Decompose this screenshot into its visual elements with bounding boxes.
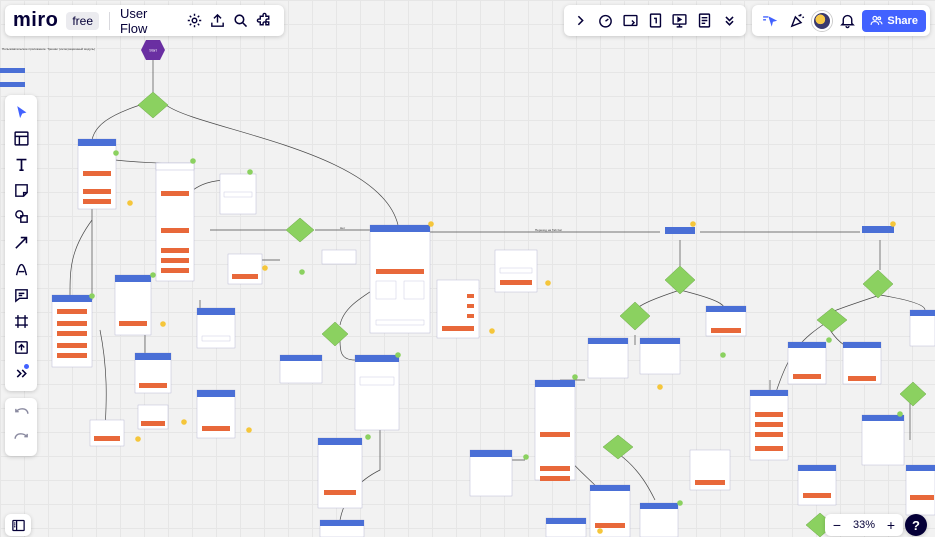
presentation-button[interactable] [618, 8, 643, 34]
notifications-button[interactable] [834, 8, 860, 34]
collaboration-toolbar [564, 5, 746, 36]
numbered-page-icon [649, 13, 661, 28]
timer-icon [598, 14, 612, 28]
templates-tool[interactable] [8, 125, 34, 151]
user-avatar[interactable] [812, 10, 833, 31]
cursor-icon [16, 105, 26, 118]
comment-tool[interactable] [8, 282, 34, 308]
connection-line-tool[interactable] [8, 230, 34, 256]
search-icon [234, 14, 248, 28]
miro-logo[interactable]: miro [13, 9, 59, 31]
search-button[interactable] [229, 8, 252, 34]
export-button[interactable] [206, 8, 229, 34]
collapse-toolbar-button[interactable] [568, 8, 593, 34]
creation-toolbar [5, 95, 37, 391]
screen-play-icon [672, 14, 687, 28]
bell-icon [839, 14, 855, 29]
upload-icon [211, 13, 224, 27]
arrow-line-icon [14, 237, 27, 250]
shapes-icon [14, 210, 28, 224]
undo-icon [14, 408, 29, 414]
board-title[interactable]: User Flow [119, 5, 148, 36]
party-popper-icon [790, 13, 804, 28]
celebrate-button[interactable] [784, 8, 810, 34]
board-settings-button[interactable] [183, 8, 206, 34]
sticky-note-icon [14, 184, 28, 197]
plan-badge[interactable]: free [66, 11, 100, 30]
help-button[interactable]: ? [905, 514, 927, 536]
pointer-lines-icon [762, 16, 777, 27]
sticky-note-tool[interactable] [8, 178, 34, 204]
undo-button[interactable] [8, 402, 34, 427]
new-apps-badge [24, 363, 29, 369]
sidebar-panel-icon [11, 519, 25, 531]
pen-icon [15, 263, 27, 275]
select-tool[interactable] [8, 99, 34, 125]
more-down-icon [725, 16, 734, 26]
share-button[interactable]: Share [862, 9, 926, 32]
template-grid-icon [13, 131, 29, 146]
chevron-right-icon [577, 15, 584, 26]
users-icon [870, 15, 883, 25]
start-node-label: Start [149, 49, 156, 53]
upload-tool[interactable] [8, 335, 34, 361]
zoom-controls: − 33% + [825, 514, 903, 536]
frame-icon [14, 315, 28, 328]
header-divider [109, 11, 110, 30]
share-button-label: Share [887, 14, 918, 27]
pen-tool[interactable] [8, 256, 34, 282]
screen-share-button[interactable] [667, 8, 692, 34]
timer-button[interactable] [593, 8, 618, 34]
sidebar-toggle-button[interactable] [5, 514, 31, 536]
history-toolbar [5, 398, 37, 456]
shapes-tool[interactable] [8, 204, 34, 230]
edge-label-tabbar: Переход на Tab bar [535, 228, 562, 232]
double-chevron-right-icon [16, 369, 27, 378]
zoom-level[interactable]: 33% [852, 519, 876, 531]
canvas-notes: Пользовательское приложение. Тренинг (ин… [0, 47, 562, 232]
integrations-button[interactable] [253, 8, 276, 34]
edge-label-no: Нет [340, 226, 346, 230]
share-toolbar: Share [752, 5, 930, 36]
comment-icon [14, 288, 28, 303]
start-node[interactable]: Start [141, 40, 165, 60]
notes-icon [699, 13, 711, 28]
zoom-in-button[interactable]: + [886, 517, 896, 533]
zoom-out-button[interactable]: − [832, 517, 842, 533]
process-cards[interactable] [51, 138, 935, 537]
presentation-icon [623, 14, 638, 27]
redo-button[interactable] [8, 427, 34, 452]
voting-button[interactable] [643, 8, 668, 34]
reactions-button[interactable] [756, 8, 782, 34]
board-header-bar: miro free User Flow [5, 5, 284, 36]
more-apps-tool[interactable] [8, 361, 34, 387]
upload-box-icon [14, 341, 28, 355]
frame-tool[interactable] [8, 309, 34, 335]
gear-icon [187, 13, 201, 28]
puzzle-icon [256, 12, 270, 26]
top-left-note: Пользовательское приложение. Тренинг (ин… [2, 47, 95, 51]
more-tools-button[interactable] [717, 8, 742, 34]
text-icon [16, 158, 26, 171]
redo-icon [13, 433, 28, 439]
notes-button[interactable] [692, 8, 717, 34]
connector-dots [89, 150, 903, 534]
text-tool[interactable] [8, 151, 34, 177]
